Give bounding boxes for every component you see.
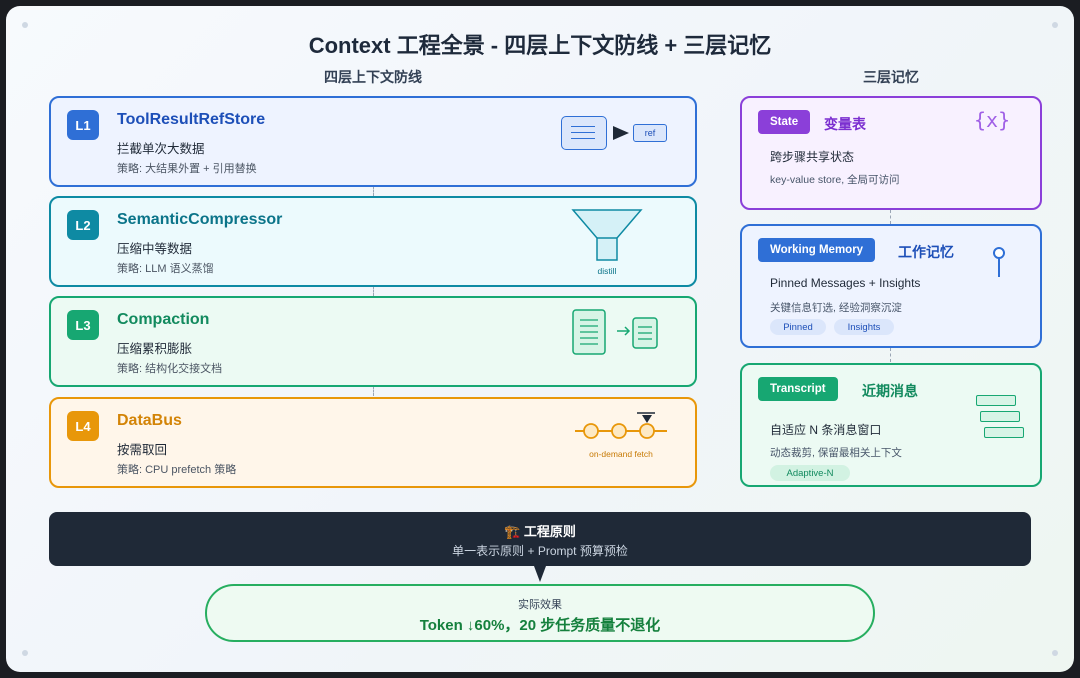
layer-name: Compaction: [117, 311, 210, 328]
layer-strategy: 策略: CPU prefetch 策略: [117, 464, 237, 476]
memory-title: 变量表: [824, 116, 866, 132]
chip-adaptive-n: Adaptive-N: [770, 465, 850, 481]
principle-title: 工程原则: [523, 524, 576, 539]
layer-card-l3: L3 Compaction 压缩累积膨胀 策略: 结构化交接文档: [49, 296, 697, 387]
corner-dot: [22, 650, 28, 656]
compaction-illustration: [571, 308, 671, 358]
funnel-icon: [571, 209, 643, 261]
memory-tag: Transcript: [758, 377, 838, 401]
layer-card-l1: L1 ToolResultRefStore 拦截单次大数据 策略: 大结果外置 …: [49, 96, 697, 187]
layer-name: ToolResultRefStore: [117, 111, 266, 128]
pin-icon: [993, 247, 1005, 277]
left-section-title: 四层上下文防线: [324, 69, 422, 85]
principle-subtitle: 单一表示原则 + Prompt 预算预检: [452, 544, 628, 558]
memory-connector: [890, 348, 891, 362]
layer-subtitle: 压缩累积膨胀: [117, 342, 193, 356]
funnel-illustration: distill: [569, 208, 649, 278]
layer-subtitle: 压缩中等数据: [117, 242, 193, 256]
message-bar-icon: [976, 395, 1016, 406]
layer-badge: L3: [67, 310, 99, 340]
memory-connector: [890, 210, 891, 224]
memory-line2: key-value store, 全局可访问: [770, 174, 900, 186]
layer-card-l2: L2 SemanticCompressor 压缩中等数据 策略: LLM 语义蒸…: [49, 196, 697, 287]
corner-dot: [1052, 22, 1058, 28]
memory-title: 近期消息: [862, 383, 918, 399]
layer-strategy: 策略: 大结果外置 + 引用替换: [117, 163, 257, 175]
memory-line1: Pinned Messages + Insights: [770, 276, 921, 290]
chip-pinned: Pinned: [770, 319, 826, 335]
databus-illustration: on-demand fetch: [573, 407, 673, 467]
corner-dot: [1052, 650, 1058, 656]
arrow-right-icon: [613, 126, 629, 140]
principle-heading: 🏗️ 工程原则: [49, 521, 1031, 540]
document-compact-icon: [572, 309, 658, 355]
layer-badge: L1: [67, 110, 99, 140]
construction-icon: 🏗️: [504, 524, 521, 539]
memory-tag: Working Memory: [758, 238, 876, 262]
effect-text: Token ↓60%，20 步任务质量不退化: [419, 617, 661, 634]
message-bar-icon: [980, 411, 1020, 422]
memory-card-state: State 变量表 跨步骤共享状态 key-value store, 全局可访问…: [740, 96, 1042, 210]
distill-label: distill: [597, 266, 617, 276]
variable-icon: {x}: [974, 108, 1011, 132]
layer-strategy: 策略: LLM 语义蒸馏: [117, 263, 214, 275]
arrow-down-icon: [534, 566, 546, 582]
on-demand-fetch-label: on-demand fetch: [589, 449, 653, 459]
layer-strategy: 策略: 结构化交接文档: [117, 363, 223, 375]
message-bar-icon: [984, 427, 1024, 438]
layer-subtitle: 拦截单次大数据: [117, 142, 205, 156]
document-icon: [561, 116, 607, 150]
principle-bar: 🏗️ 工程原则 单一表示原则 + Prompt 预算预检: [49, 512, 1031, 566]
memory-line1: 自适应 N 条消息窗口: [770, 423, 882, 437]
layer-badge: L2: [67, 210, 99, 240]
corner-dot: [22, 22, 28, 28]
layer-name: DataBus: [117, 412, 182, 429]
ref-store-illustration: ref: [561, 116, 671, 154]
memory-title: 工作记忆: [898, 244, 954, 260]
memory-card-working: Working Memory 工作记忆 Pinned Messages + In…: [740, 224, 1042, 348]
diagram-canvas: Context 工程全景 - 四层上下文防线 + 三层记忆 四层上下文防线 三层…: [6, 6, 1074, 672]
chip-insights: Insights: [834, 319, 894, 335]
layer-connector: [373, 286, 374, 296]
layer-subtitle: 按需取回: [117, 443, 168, 457]
memory-line2: 关键信息钉选, 经验洞察沉淀: [770, 302, 902, 314]
memory-line2: 动态裁剪, 保留最相关上下文: [770, 447, 902, 459]
effect-label: 实际效果: [518, 599, 562, 611]
right-section-title: 三层记忆: [863, 69, 919, 85]
layer-card-l4: L4 DataBus 按需取回 策略: CPU prefetch 策略 on-d…: [49, 397, 697, 488]
ref-label: ref: [633, 124, 667, 142]
diagram-title: Context 工程全景 - 四层上下文防线 + 三层记忆: [308, 33, 772, 58]
bus-icon: [575, 412, 667, 439]
memory-tag: State: [758, 110, 811, 134]
effect-box: 实际效果 Token ↓60%，20 步任务质量不退化: [205, 584, 875, 642]
layer-connector: [373, 186, 374, 196]
layer-name: SemanticCompressor: [117, 211, 283, 228]
layer-connector: [373, 386, 374, 396]
memory-card-transcript: Transcript 近期消息 自适应 N 条消息窗口 动态裁剪, 保留最相关上…: [740, 363, 1042, 487]
layer-badge: L4: [67, 411, 99, 441]
memory-line1: 跨步骤共享状态: [770, 150, 855, 164]
